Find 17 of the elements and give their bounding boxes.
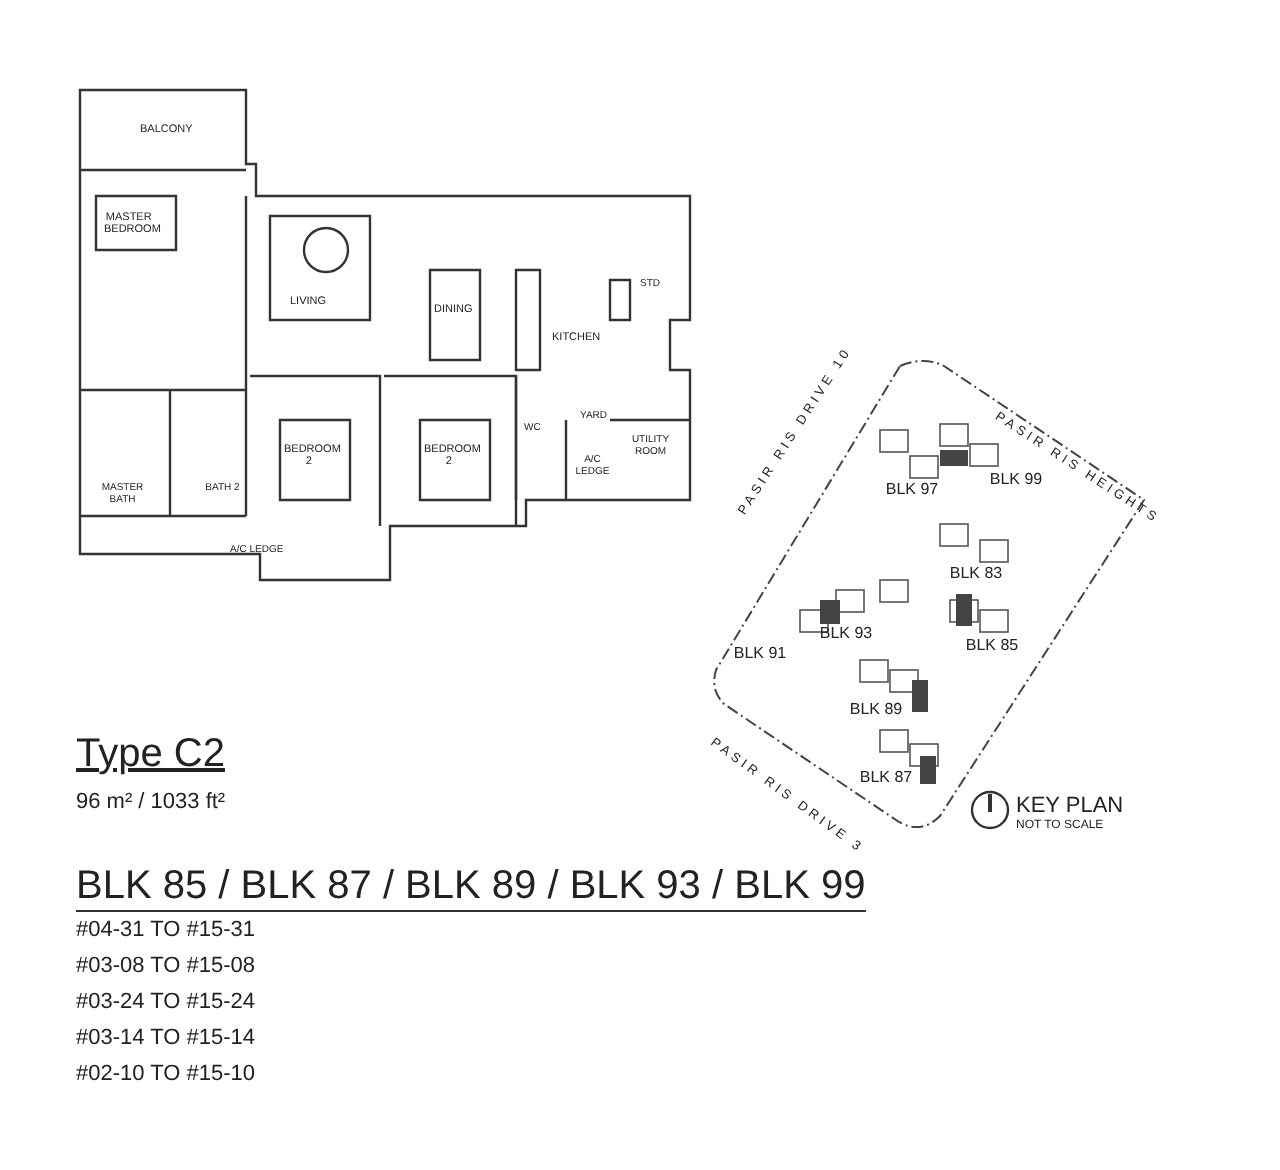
block-label: BLK 87: [857, 768, 915, 787]
block-label: BLK 93: [817, 624, 875, 643]
block-label: BLK 89: [847, 700, 905, 719]
unit-range-text: #04-31 TO #15-31: [76, 918, 255, 944]
unit-range-text: #03-24 TO #15-24: [76, 990, 255, 1016]
unit-range-text: #02-10 TO #15-10: [76, 1062, 255, 1088]
block-label: BLK 91: [731, 644, 789, 663]
area-text: 96 m² / 1033 ft²: [76, 790, 226, 816]
block-label: BLK 83: [947, 564, 1005, 583]
block-label: BLK 97: [883, 480, 941, 499]
block-label: BLK 99: [987, 470, 1045, 489]
unit-range-text: #03-08 TO #15-08: [76, 954, 255, 980]
unit-range-text: #03-14 TO #15-14: [76, 1026, 255, 1052]
block-label: BLK 85: [963, 636, 1021, 655]
key-plan-label: KEY PLAN: [1016, 794, 1124, 819]
plan-title: Type C2: [76, 732, 225, 778]
block-list-heading: BLK 85 / BLK 87 / BLK 89 / BLK 93 / BLK 99: [76, 864, 866, 912]
